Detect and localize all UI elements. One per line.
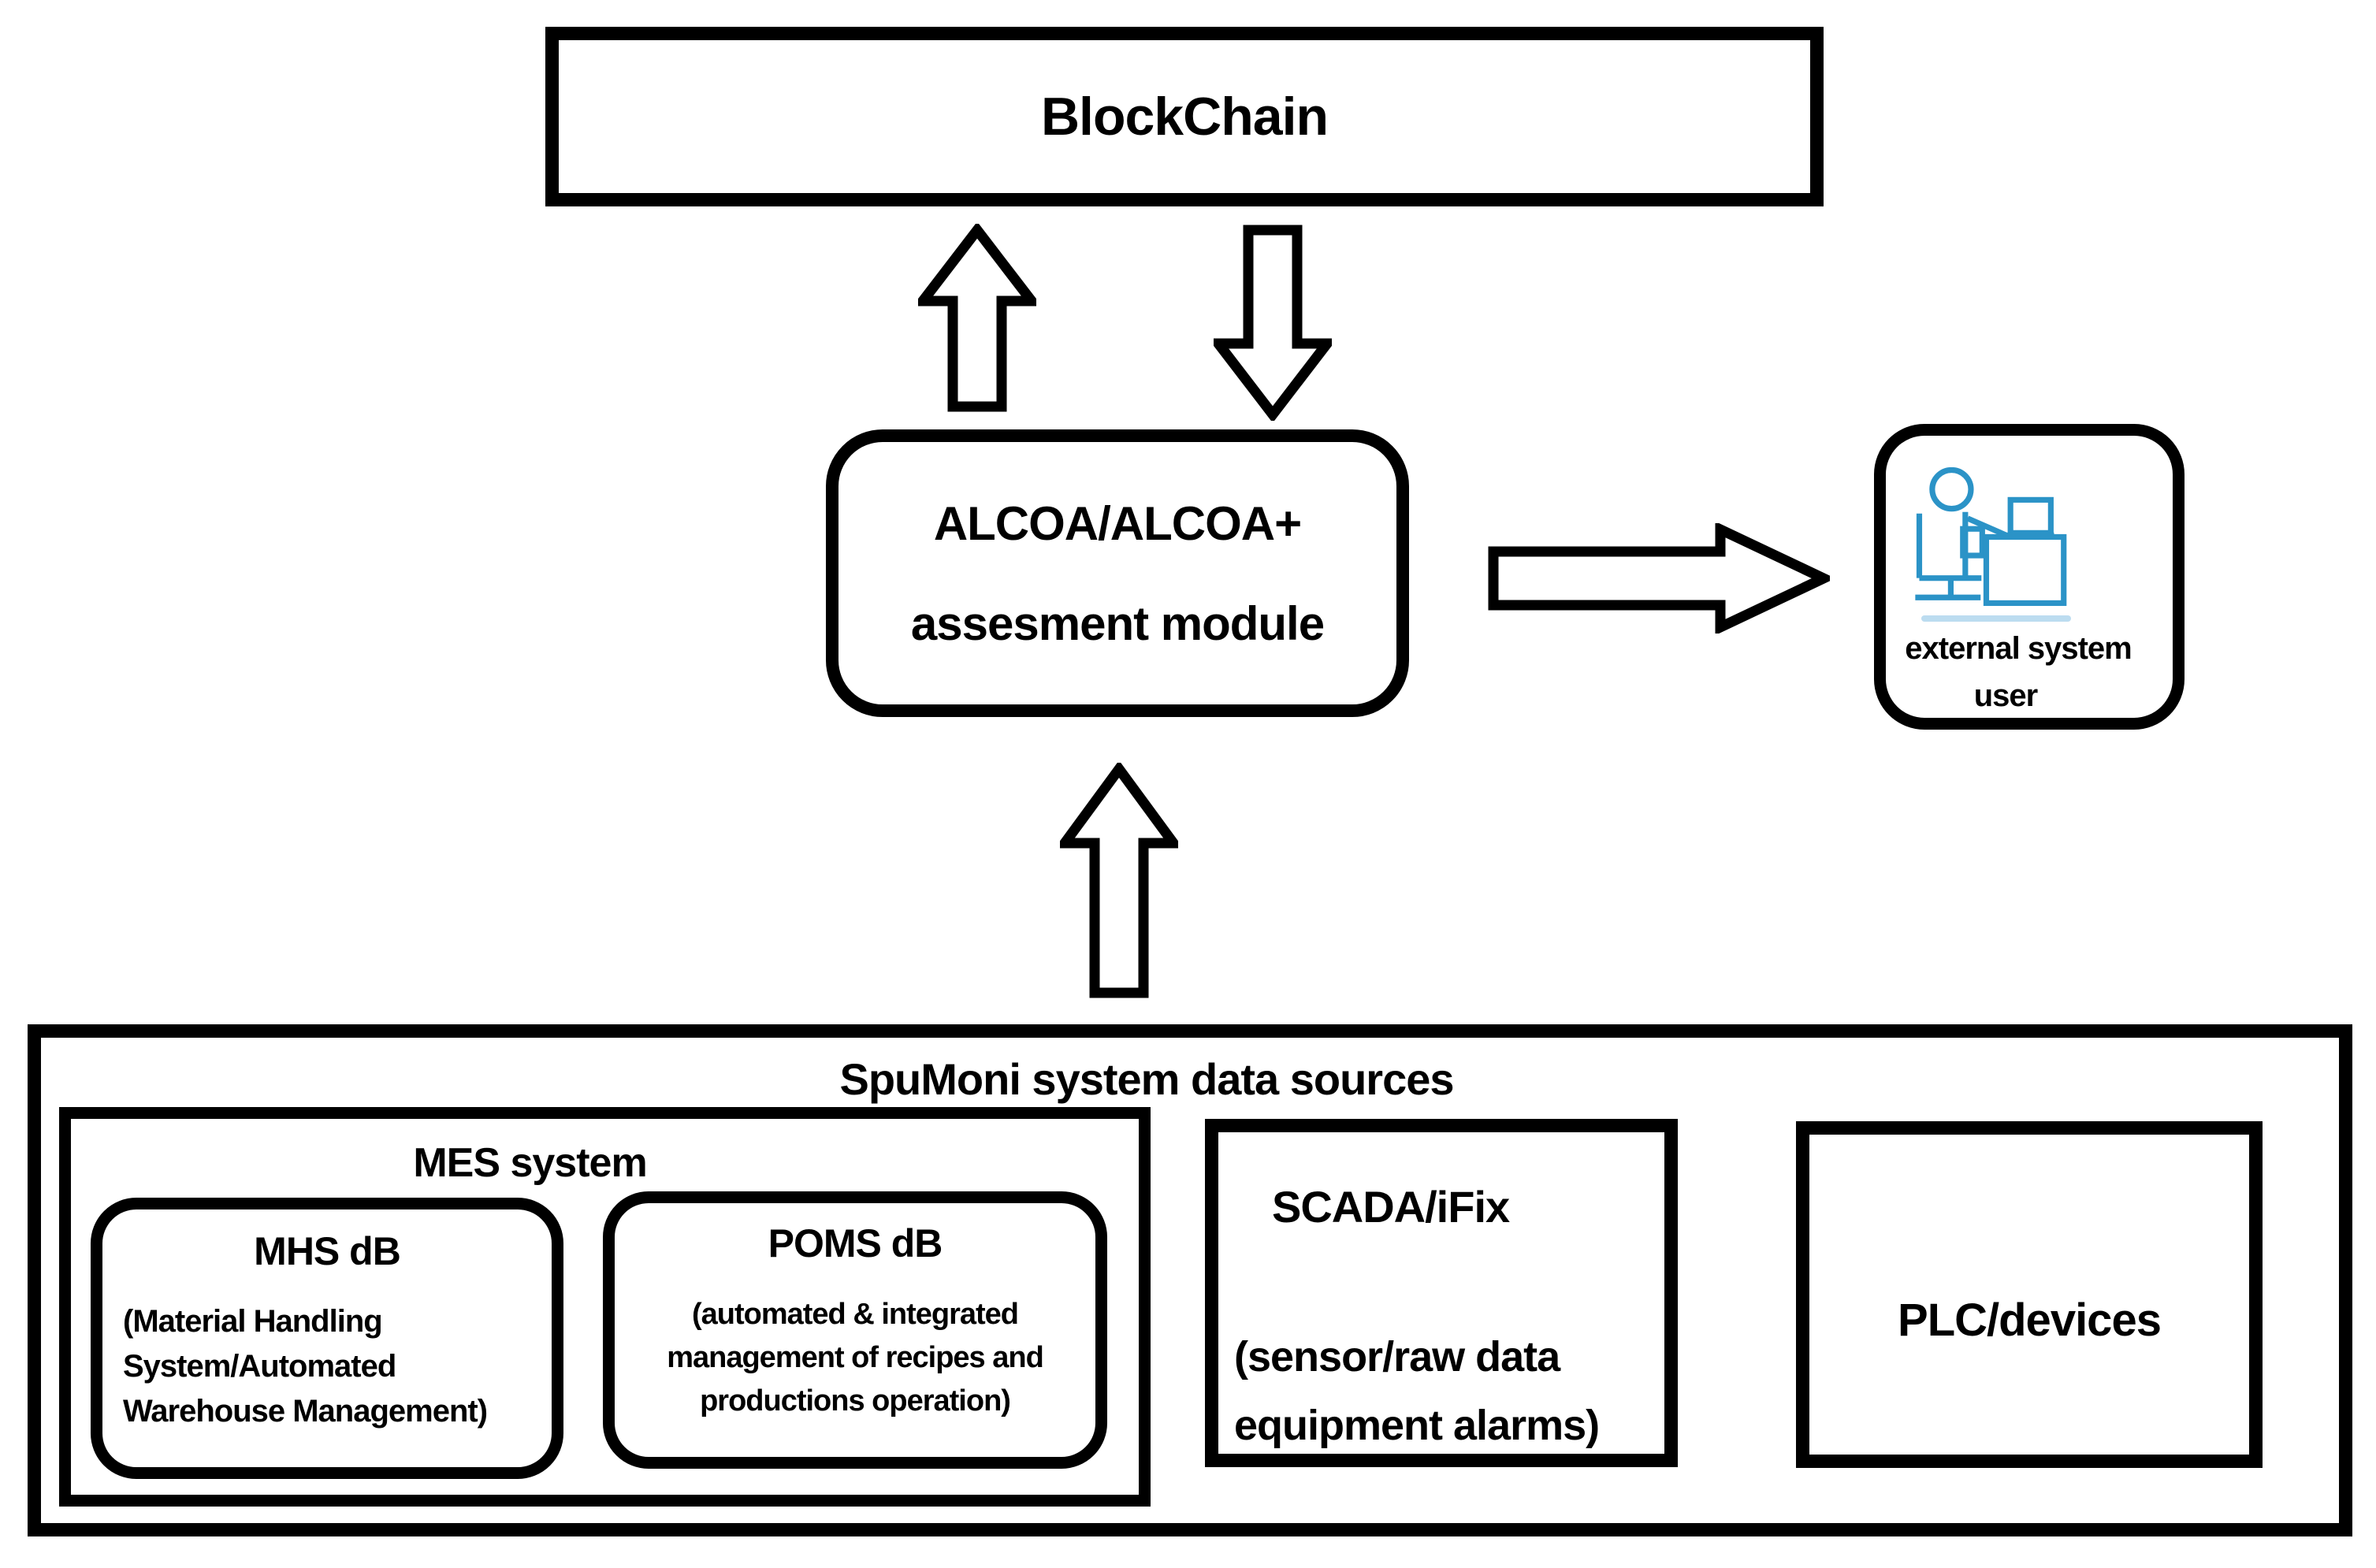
- up-arrow-icon: [918, 224, 1036, 412]
- alcoa-label-line1: ALCOA/ALCOA+: [933, 496, 1302, 550]
- up-arrow-icon: [1060, 763, 1178, 998]
- mhs-db-box: MHS dB (Material Handling System/Automat…: [91, 1198, 563, 1479]
- poms-desc-line: (automated & integrated: [691, 1298, 1019, 1331]
- alcoa-label-line2: assesment module: [910, 596, 1325, 650]
- blockchain-label: BlockChain: [1040, 87, 1329, 147]
- scada-title: SCADA/iFix: [1272, 1182, 1510, 1232]
- blockchain-box: BlockChain: [545, 27, 1824, 206]
- scada-desc-line: (sensor/raw data: [1234, 1333, 1560, 1380]
- mhs-desc-line: (Material Handling: [123, 1304, 383, 1339]
- alcoa-assessment-module-box: ALCOA/ALCOA+ assesment module: [826, 429, 1409, 717]
- poms-desc-line: management of recipes and: [667, 1341, 1044, 1375]
- icon-reflection: [1921, 615, 2071, 622]
- mhs-desc-line: System/Automated: [123, 1348, 396, 1384]
- mhs-title: MHS dB: [254, 1229, 401, 1273]
- mes-title: MES system: [413, 1140, 647, 1186]
- plc-label: PLC/devices: [1898, 1294, 2162, 1346]
- mhs-desc-line: Warehouse Management): [123, 1393, 488, 1429]
- poms-description: (automated & integrated management of re…: [623, 1293, 1088, 1423]
- scada-description: (sensor/raw data equipment alarms): [1234, 1323, 1655, 1461]
- right-arrow-icon: [1488, 523, 1830, 634]
- poms-title: POMS dB: [768, 1221, 943, 1265]
- plc-devices-box: PLC/devices: [1796, 1121, 2263, 1468]
- scada-desc-line: equipment alarms): [1234, 1402, 1600, 1450]
- external-user-label-line2: user: [1973, 678, 2039, 713]
- scada-ifix-box: SCADA/iFix (sensor/raw data equipment al…: [1205, 1119, 1678, 1467]
- spumoni-title: SpuMoni system data sources: [839, 1054, 1454, 1104]
- external-system-user-box: external system user: [1874, 424, 2185, 730]
- poms-desc-line: productions operation): [700, 1384, 1011, 1418]
- down-arrow-icon: [1214, 225, 1332, 421]
- poms-db-box: POMS dB (automated & integrated manageme…: [603, 1191, 1107, 1469]
- mhs-description: (Material Handling System/Automated Ware…: [123, 1299, 536, 1433]
- external-user-label-line1: external system: [1905, 631, 2132, 666]
- person-at-desk-icon: [1915, 467, 2067, 606]
